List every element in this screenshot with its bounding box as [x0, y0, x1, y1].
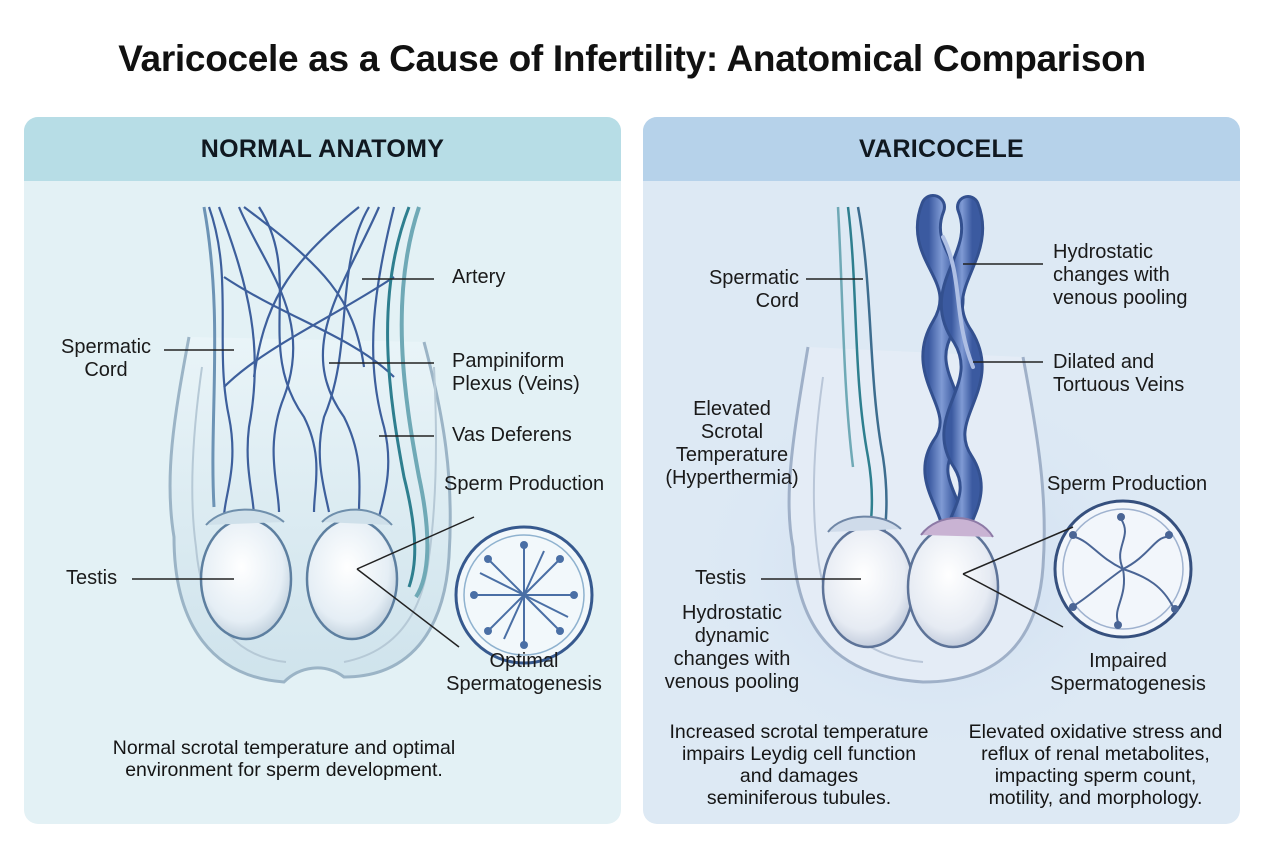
hydrostatic-changes-label: Hydrostatic changes with venous pooling: [1053, 241, 1188, 309]
varicocele-header: VARICOCELE: [643, 117, 1240, 181]
sperm-production-label: Sperm Production: [444, 473, 605, 495]
left-testis: [821, 525, 915, 649]
vas-deferens-vessel: [399, 206, 430, 599]
sperm-production-label: Sperm Production: [1047, 473, 1208, 495]
elevated-temperature-label: Elevated Scrotal Temperature (Hypertherm…: [665, 398, 799, 489]
spermatic-cord-label: Spermatic Cord: [708, 267, 799, 312]
varicocele-illustration: [703, 194, 1193, 747]
right-testis: [906, 525, 1000, 649]
spermatic-cord-label: Spermatic Cord: [60, 336, 152, 381]
temperature-caption: Increased scrotal temperature impairs Le…: [669, 721, 929, 809]
optimal-spermatogenesis-label: Optimal Spermatogenesis: [446, 650, 602, 695]
vas-deferens-label: Vas Deferens: [452, 424, 572, 446]
varicocele-panel: VARICOCELE: [643, 117, 1240, 824]
leader-lines: [761, 263, 1074, 628]
artery-vessel: [386, 206, 417, 588]
pampiniform-plexus-label: Pampiniform Plexus (Veins): [452, 350, 580, 395]
scrotum-outline: [168, 336, 452, 684]
impaired-spermatogenesis-label: Impaired Spermatogenesis: [1050, 650, 1206, 695]
page-title: Varicocele as a Cause of Infertility: An…: [118, 38, 1146, 79]
right-testis: [305, 517, 399, 641]
leader-lines: [132, 278, 475, 648]
sperm-production-circle: [454, 525, 594, 665]
normal-anatomy-panel: NORMAL ANATOMY: [24, 117, 621, 824]
impaired-sperm-production-circle: [1053, 499, 1193, 639]
dilated-tortuous-veins: [915, 194, 985, 570]
dilated-tortuous-veins-label: Dilated and Tortuous Veins: [1053, 351, 1185, 396]
testis-label: Testis: [695, 567, 747, 589]
artery-label: Artery: [452, 266, 506, 288]
normal-anatomy-header: NORMAL ANATOMY: [24, 117, 621, 181]
oxidative-stress-caption: Elevated oxidative stress and reflux of …: [968, 721, 1223, 809]
normal-caption: Normal scrotal temperature and optimal e…: [112, 737, 456, 781]
normal-anatomy-illustration: [132, 206, 594, 684]
pampiniform-plexus: [207, 206, 396, 518]
hydrostatic-dynamic-label: Hydrostatic dynamic changes with venous …: [664, 602, 800, 693]
testis-label: Testis: [66, 567, 118, 589]
scrotum-outline: [787, 346, 1046, 684]
